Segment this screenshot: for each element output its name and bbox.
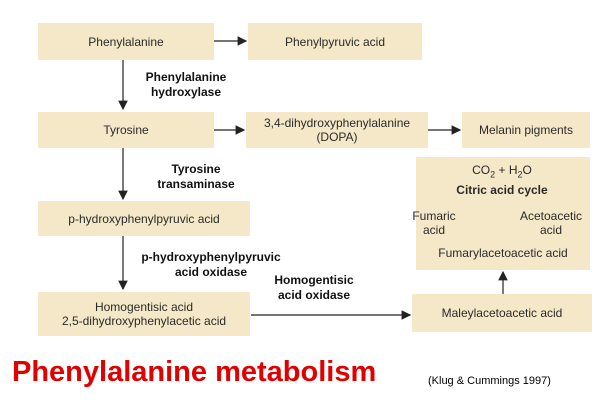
node-dopa-line1: 3,4-dihydroxyphenylalanine	[263, 116, 411, 130]
node-maleylacetoacetic-acid: Maleylacetoacetic acid	[412, 294, 592, 332]
node-homogentisic-line2: 2,5-dihydroxyphenylacetic acid	[61, 314, 227, 328]
node-melanin-pigments-label: Melanin pigments	[478, 123, 574, 137]
node-tyrosine-label: Tyrosine	[103, 123, 149, 137]
node-melanin-pigments: Melanin pigments	[462, 112, 590, 148]
node-acetoacetic-acid: Acetoacetic acid	[514, 209, 588, 237]
node-fumarylacetoacetic-acid: Fumarylacetoacetic acid	[438, 246, 568, 260]
node-breakdown-products-box	[416, 157, 590, 270]
citric-acid-cycle-label: Citric acid cycle	[456, 183, 548, 197]
co-subscript: 2	[490, 169, 496, 180]
h-subscript: 2	[517, 169, 523, 180]
node-homogentisic-line1: Homogentisic acid	[94, 300, 194, 314]
node-dopa: 3,4-dihydroxyphenylalanine (DOPA)	[246, 112, 428, 148]
enzyme-hga-oxidase-line1: Homogentisic	[274, 273, 354, 287]
node-homogentisic-acid: Homogentisic acid 2,5-dihydroxyphenylace…	[38, 292, 250, 336]
enzyme-phenylalanine-hydroxylase: Phenylalanine hydroxylase	[126, 70, 246, 100]
page-title: Phenylalanine metabolism	[12, 356, 377, 388]
acetoacetic-line1: Acetoacetic	[519, 209, 583, 223]
node-phenylpyruvic-acid-label: Phenylpyruvic acid	[284, 34, 386, 49]
node-maleylacetoacetic-acid-label: Maleylacetoacetic acid	[441, 306, 563, 320]
co2-h2o-label: CO2 + H2O	[456, 163, 548, 181]
fumaric-line2: acid	[422, 223, 445, 237]
co-text: CO	[472, 163, 491, 177]
acetoacetic-line2: acid	[539, 223, 562, 237]
enzyme-php-oxidase-line1: p-hydroxyphenylpyruvic	[141, 250, 281, 264]
enzyme-phe-hydroxylase-line2: hydroxylase	[150, 85, 222, 99]
enzyme-php-oxidase-line2: acid oxidase	[174, 265, 248, 279]
enzyme-homogentisic-acid-oxidase: Homogentisic acid oxidase	[254, 273, 374, 303]
node-tyrosine: Tyrosine	[38, 112, 214, 148]
node-dopa-line2: (DOPA)	[316, 130, 358, 144]
node-fumaric-acid: Fumaric acid	[410, 209, 458, 237]
node-phenylalanine: Phenylalanine	[38, 23, 214, 60]
enzyme-tyr-transaminase-line1: Tyrosine	[171, 162, 221, 176]
node-phenylpyruvic-acid: Phenylpyruvic acid	[248, 23, 422, 60]
citation: (Klug & Cummings 1997)	[428, 375, 551, 387]
node-phenylalanine-label: Phenylalanine	[88, 34, 164, 49]
node-p-hydroxyphenylpyruvic-acid-label: p-hydroxyphenylpyruvic acid	[68, 211, 220, 226]
enzyme-p-hydroxyphenylpyruvic-acid-oxidase: p-hydroxyphenylpyruvic acid oxidase	[128, 250, 294, 280]
node-p-hydroxyphenylpyruvic-acid: p-hydroxyphenylpyruvic acid	[38, 201, 250, 236]
enzyme-phe-hydroxylase-line1: Phenylalanine	[145, 70, 227, 84]
enzyme-tyrosine-transaminase: Tyrosine transaminase	[146, 162, 246, 192]
o-text: O	[522, 163, 532, 177]
plus-h-text: + H	[495, 163, 518, 177]
fumaric-line1: Fumaric	[412, 209, 456, 223]
enzyme-hga-oxidase-line2: acid oxidase	[277, 288, 351, 302]
enzyme-tyr-transaminase-line2: transaminase	[157, 177, 235, 191]
